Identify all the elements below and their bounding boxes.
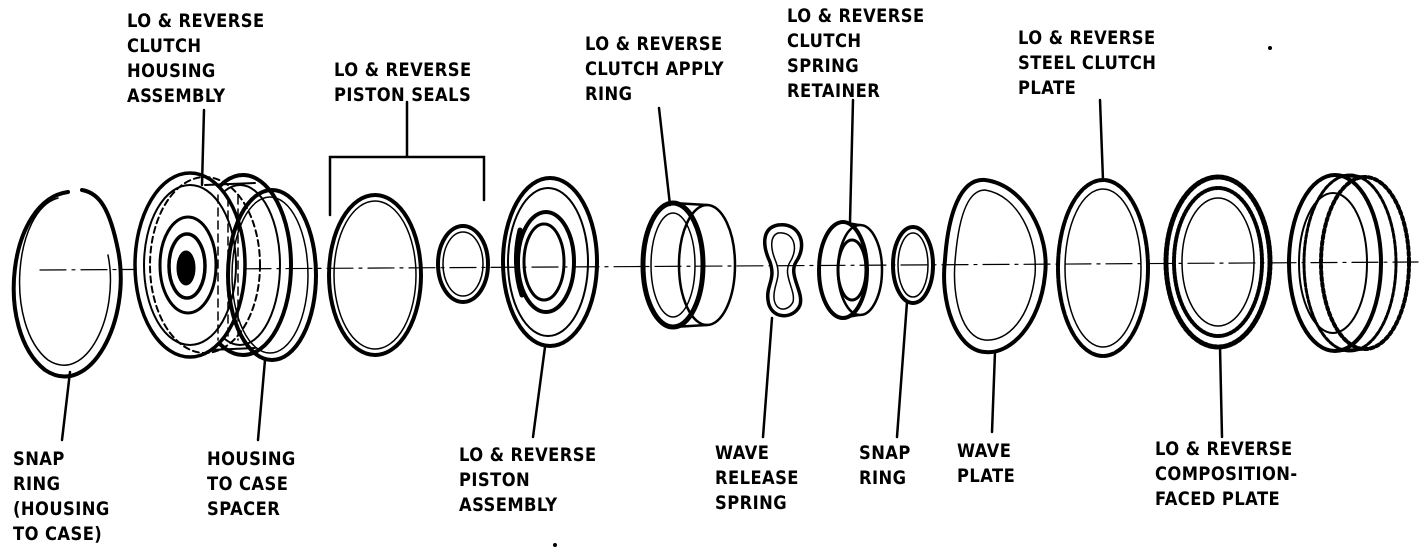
label-apply-ring: LO & REVERSE CLUTCH APPLY RING xyxy=(585,33,725,105)
composition-plate-part xyxy=(1163,174,1273,350)
label-steel-plate: LO & REVERSE STEEL CLUTCH PLATE xyxy=(1018,27,1157,99)
label-housing-assembly: LO & REVERSE CLUTCH HOUSING ASSEMBLY xyxy=(127,10,265,107)
piston-seal-small-part xyxy=(436,224,490,304)
label-wave-plate: WAVE PLATE xyxy=(957,440,1016,487)
label-spring-retainer: LO & REVERSE CLUTCH SPRING RETAINER xyxy=(787,5,925,102)
label-wave-release-spring: WAVE RELEASE SPRING xyxy=(715,442,799,514)
piston-seal-large-part xyxy=(327,193,423,357)
steel-plate-part xyxy=(1056,178,1150,358)
label-snap-ring: SNAP RING xyxy=(859,442,911,489)
center-axis xyxy=(39,261,1419,271)
clutch-plate-stack-part xyxy=(1287,173,1411,353)
label-snap-ring-housing: SNAP RING (HOUSING TO CASE) xyxy=(13,448,110,545)
wave-plate-part xyxy=(942,177,1048,355)
snap-ring-housing-part xyxy=(11,188,123,379)
label-spacer: HOUSING TO CASE SPACER xyxy=(207,448,296,520)
spring-retainer-part xyxy=(817,220,884,320)
spacer-part xyxy=(226,188,318,362)
label-composition-plate: LO & REVERSE COMPOSITION- FACED PLATE xyxy=(1155,438,1298,510)
leader-lines xyxy=(60,98,1224,442)
clutch-housing-part xyxy=(133,171,293,359)
wave-release-spring-part xyxy=(763,223,804,318)
apply-ring-part xyxy=(640,200,737,330)
label-piston-assembly: LO & REVERSE PISTON ASSEMBLY xyxy=(459,444,597,516)
snap-ring-part xyxy=(891,225,935,305)
label-piston-seals: LO & REVERSE PISTON SEALS xyxy=(334,59,472,106)
piston-assembly-part xyxy=(501,176,599,348)
piston-seals-bracket xyxy=(328,100,486,217)
